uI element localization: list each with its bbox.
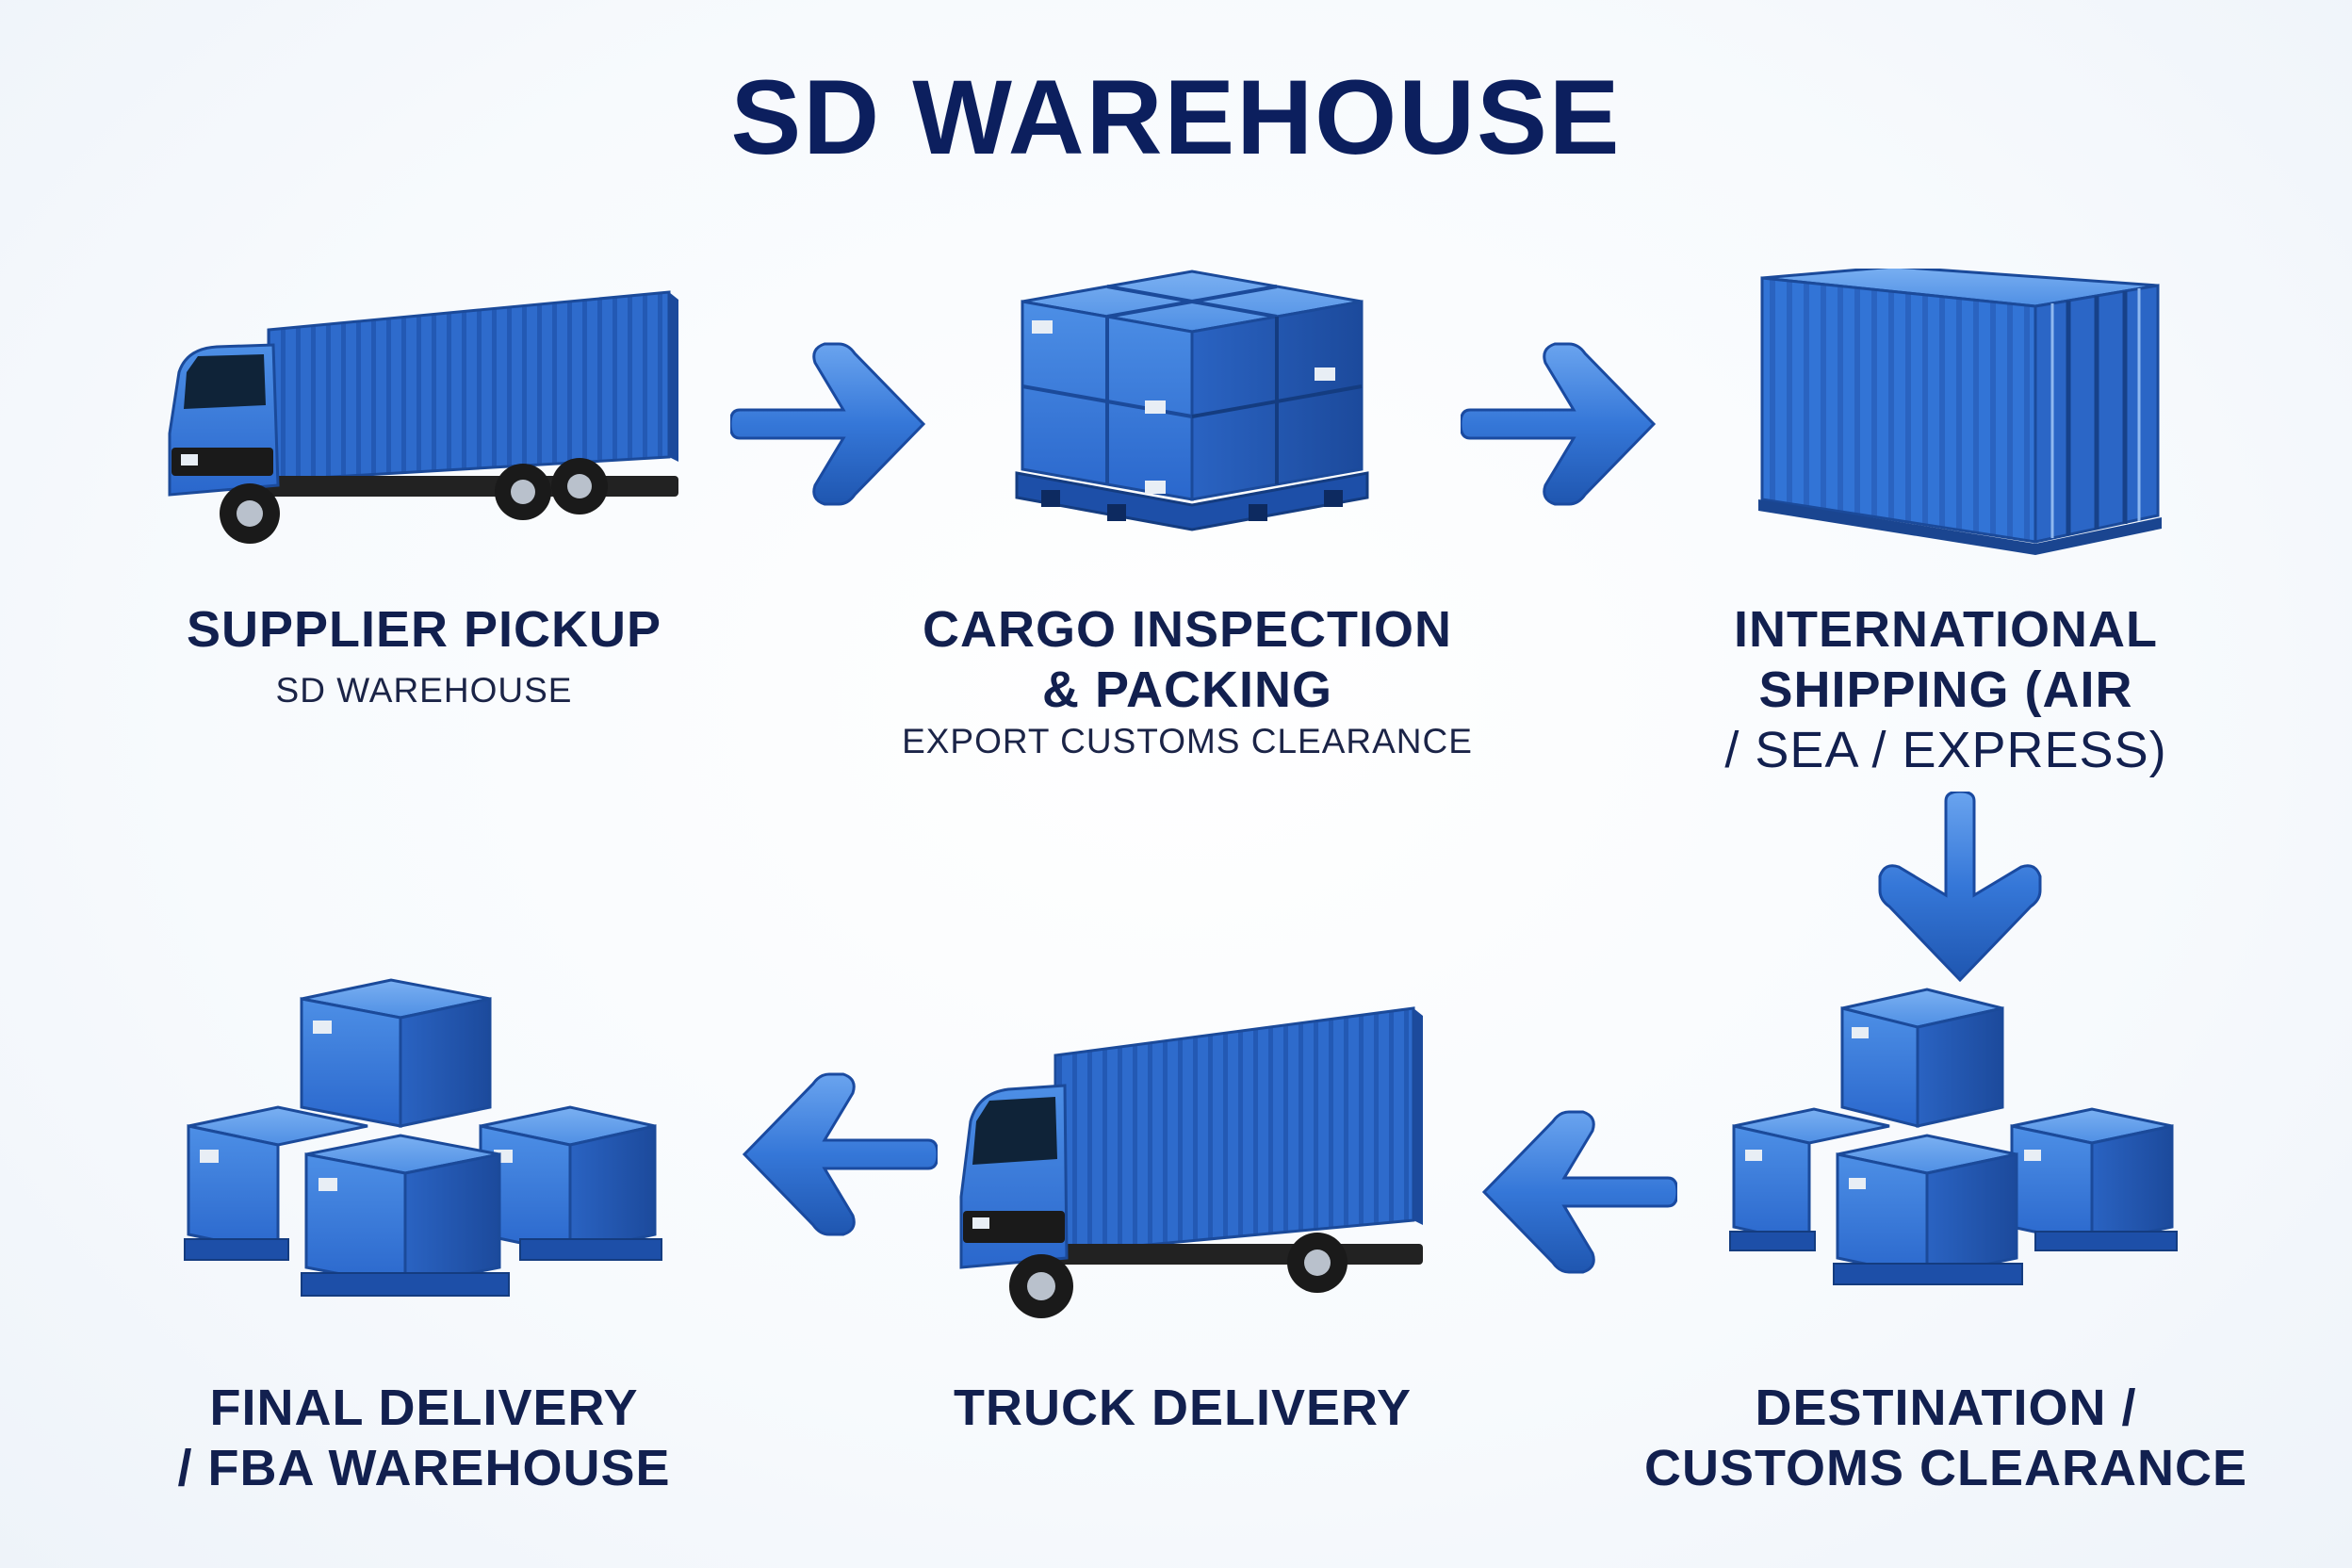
stacked-boxes-icon (184, 978, 662, 1297)
step-supplier-pickup-sub: SD WAREHOUSE (275, 671, 573, 710)
step-final-delivery-label: FINAL DELIVERY / FBA WAREHOUSE (177, 1380, 671, 1496)
step-cargo-inspection-sub: EXPORT CUSTOMS CLEARANCE (902, 722, 1473, 760)
arrow-down-icon (1878, 792, 2042, 983)
step-truck-delivery-label: TRUCK DELIVERY (953, 1380, 1413, 1436)
arrow-left-icon (1481, 1110, 1677, 1274)
truck-icon (168, 290, 678, 544)
page-title: SD WAREHOUSE (730, 58, 1622, 176)
step-supplier-pickup-label: SUPPLIER PICKUP (186, 601, 662, 658)
step-international-shipping-label: INTERNATIONAL SHIPPING (AIR / SEA / EXPR… (1724, 601, 2167, 778)
pallet-boxes-icon (1015, 270, 1369, 531)
shipping-container-icon (1758, 269, 2162, 555)
truck-icon (959, 1006, 1423, 1318)
step-cargo-inspection-label: CARGO INSPECTION & PACKING (922, 601, 1453, 718)
arrow-left-icon (742, 1072, 938, 1236)
arrow-right-icon (730, 342, 926, 506)
step-destination-customs-label: DESTINATION / CUSTOMS CLEARANCE (1643, 1380, 2248, 1496)
stacked-boxes-icon (1729, 988, 2178, 1285)
arrow-right-icon (1461, 342, 1657, 506)
